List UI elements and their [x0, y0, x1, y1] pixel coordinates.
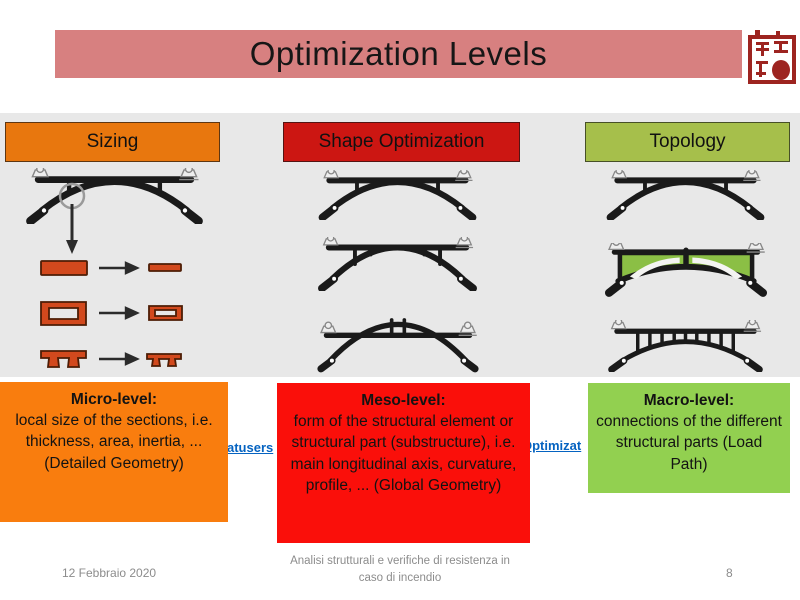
column-header-shape-label: Shape Optimization	[318, 131, 485, 152]
macro-level-body: connections of the different structural …	[596, 413, 782, 473]
cross-sections-diagram	[40, 260, 183, 368]
micro-level-heading: Micro-level:	[70, 391, 158, 408]
micro-level-box: Micro-level: local size of the sections,…	[0, 382, 228, 522]
footer-page-number: 8	[726, 566, 733, 580]
column-header-shape-optimization: Shape Optimization	[283, 122, 520, 162]
macro-level-box: Macro-level: connections of the differen…	[588, 383, 790, 493]
sizing-bridge-icon	[26, 168, 203, 224]
meso-level-body: form of the structural element or struct…	[290, 413, 517, 494]
meso-level-box: Meso-level: form of the structural eleme…	[277, 383, 530, 543]
shape-bridge-2-icon	[318, 237, 477, 291]
hyperlink-fragment-left[interactable]: atusers	[227, 440, 274, 455]
column-header-sizing-label: Sizing	[86, 131, 139, 152]
topology-bridge-1-icon	[606, 170, 765, 220]
macro-level-heading: Macro-level:	[643, 392, 735, 409]
footer-caption: Analisi strutturali e verifiche di resis…	[290, 555, 510, 584]
topology-bridge-3-icon	[608, 320, 763, 372]
seal-logo-icon	[748, 30, 796, 84]
hyperlink-fragment-right[interactable]: Optimizat	[522, 438, 582, 453]
footer-date: 12 Febbraio 2020	[62, 566, 157, 580]
meso-level-heading: Meso-level:	[361, 392, 446, 409]
column-header-topology: Topology	[585, 122, 790, 162]
page-title: Optimization Levels	[249, 35, 548, 72]
topology-bridge-2-icon	[604, 243, 768, 297]
detail-callout-arrow-icon	[58, 182, 86, 254]
title-banner: Optimization Levels	[55, 30, 742, 78]
column-header-sizing: Sizing	[5, 122, 220, 162]
column-header-topology-label: Topology	[649, 131, 726, 152]
shape-bridge-3-icon	[317, 318, 479, 373]
micro-level-body: local size of the sections, i.e. thickne…	[15, 412, 213, 472]
shape-bridge-1-icon	[318, 170, 477, 220]
